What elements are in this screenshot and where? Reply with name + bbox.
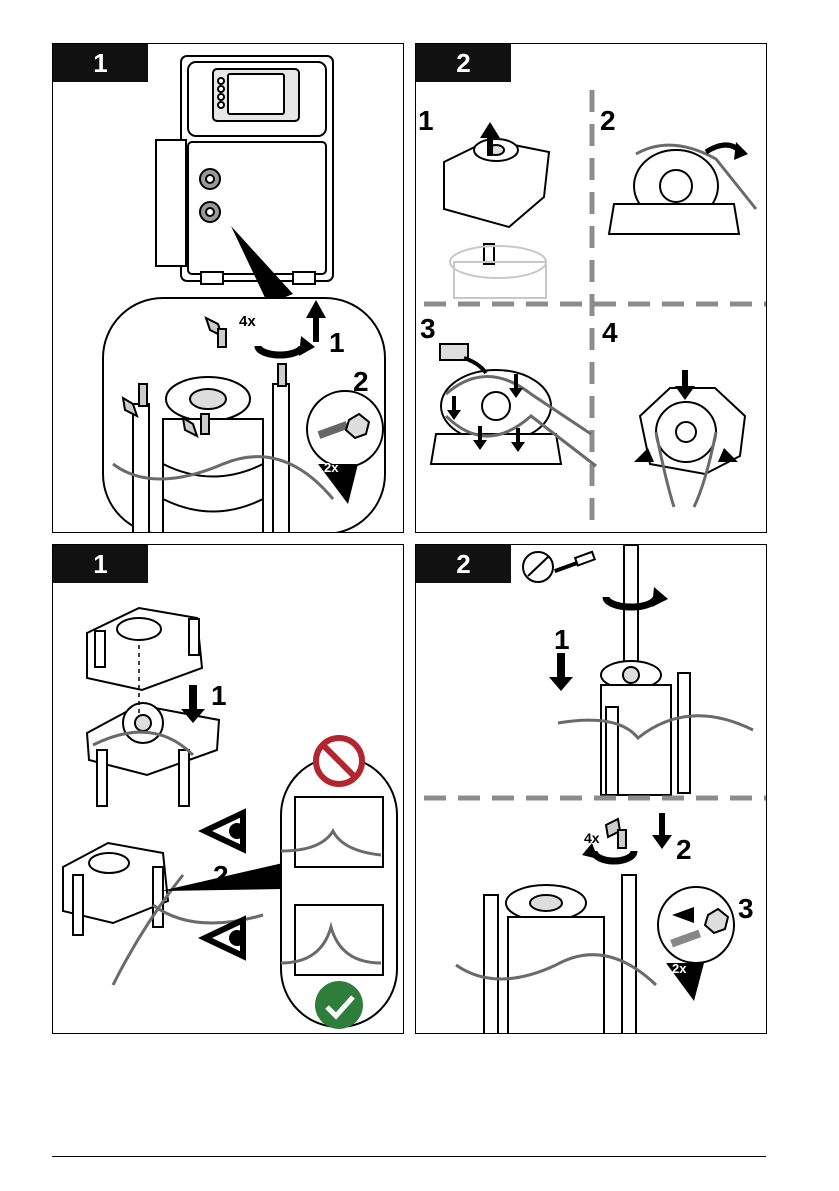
clip-icon: [440, 344, 468, 360]
pump-head-detail: [484, 875, 636, 1034]
down-arrow-icon: [652, 813, 672, 849]
pump-housing-lower: [87, 703, 219, 806]
analyzer-illustration: 4x 1 2 2x: [53, 44, 404, 533]
check-icon: [315, 981, 363, 1029]
prohibited-icon: [316, 738, 362, 784]
pump-head-sequence: 1 2 3 4: [416, 44, 767, 533]
substep-2-label: 2: [600, 105, 616, 136]
footer-rule: [52, 1156, 766, 1157]
wing-nut-icon: [606, 819, 626, 848]
rotor-ghost: [450, 246, 546, 298]
substep-3-label: 3: [738, 893, 754, 924]
substep-2-label: 2: [353, 366, 369, 397]
substep-1-label: 1: [418, 105, 434, 136]
panel-bottom-left: 1 1: [52, 544, 404, 1034]
substep-4-label: 4: [602, 317, 618, 348]
substep-3-label: 3: [420, 313, 436, 344]
substep-2-label: 2: [676, 834, 692, 865]
count-label: 4x: [239, 313, 256, 330]
repeat-label: 2x: [324, 460, 339, 475]
panel-bottom-right: 2 1 4x 2: [415, 544, 767, 1034]
substep-2-label: 2: [213, 860, 229, 891]
pump-housing-upper: [87, 608, 202, 690]
down-arrow-icon: [549, 653, 573, 691]
repeat-label: 2x: [672, 961, 687, 976]
pump-housing: [601, 661, 690, 795]
pump-assembled: [63, 843, 168, 935]
substep-1-label: 1: [554, 624, 570, 655]
substep-1-label: 1: [211, 680, 227, 711]
screwdriver-icon: [523, 552, 595, 582]
pump-alignment-illustration: 1 2: [53, 545, 404, 1034]
panel-top-left: 1: [52, 43, 404, 533]
pump-reinstall-illustration: 1 4x 2 3 2x: [416, 545, 767, 1034]
tube-install: [431, 370, 561, 464]
substep-1-label: 1: [329, 327, 345, 358]
panel-top-right: 2: [415, 43, 767, 533]
